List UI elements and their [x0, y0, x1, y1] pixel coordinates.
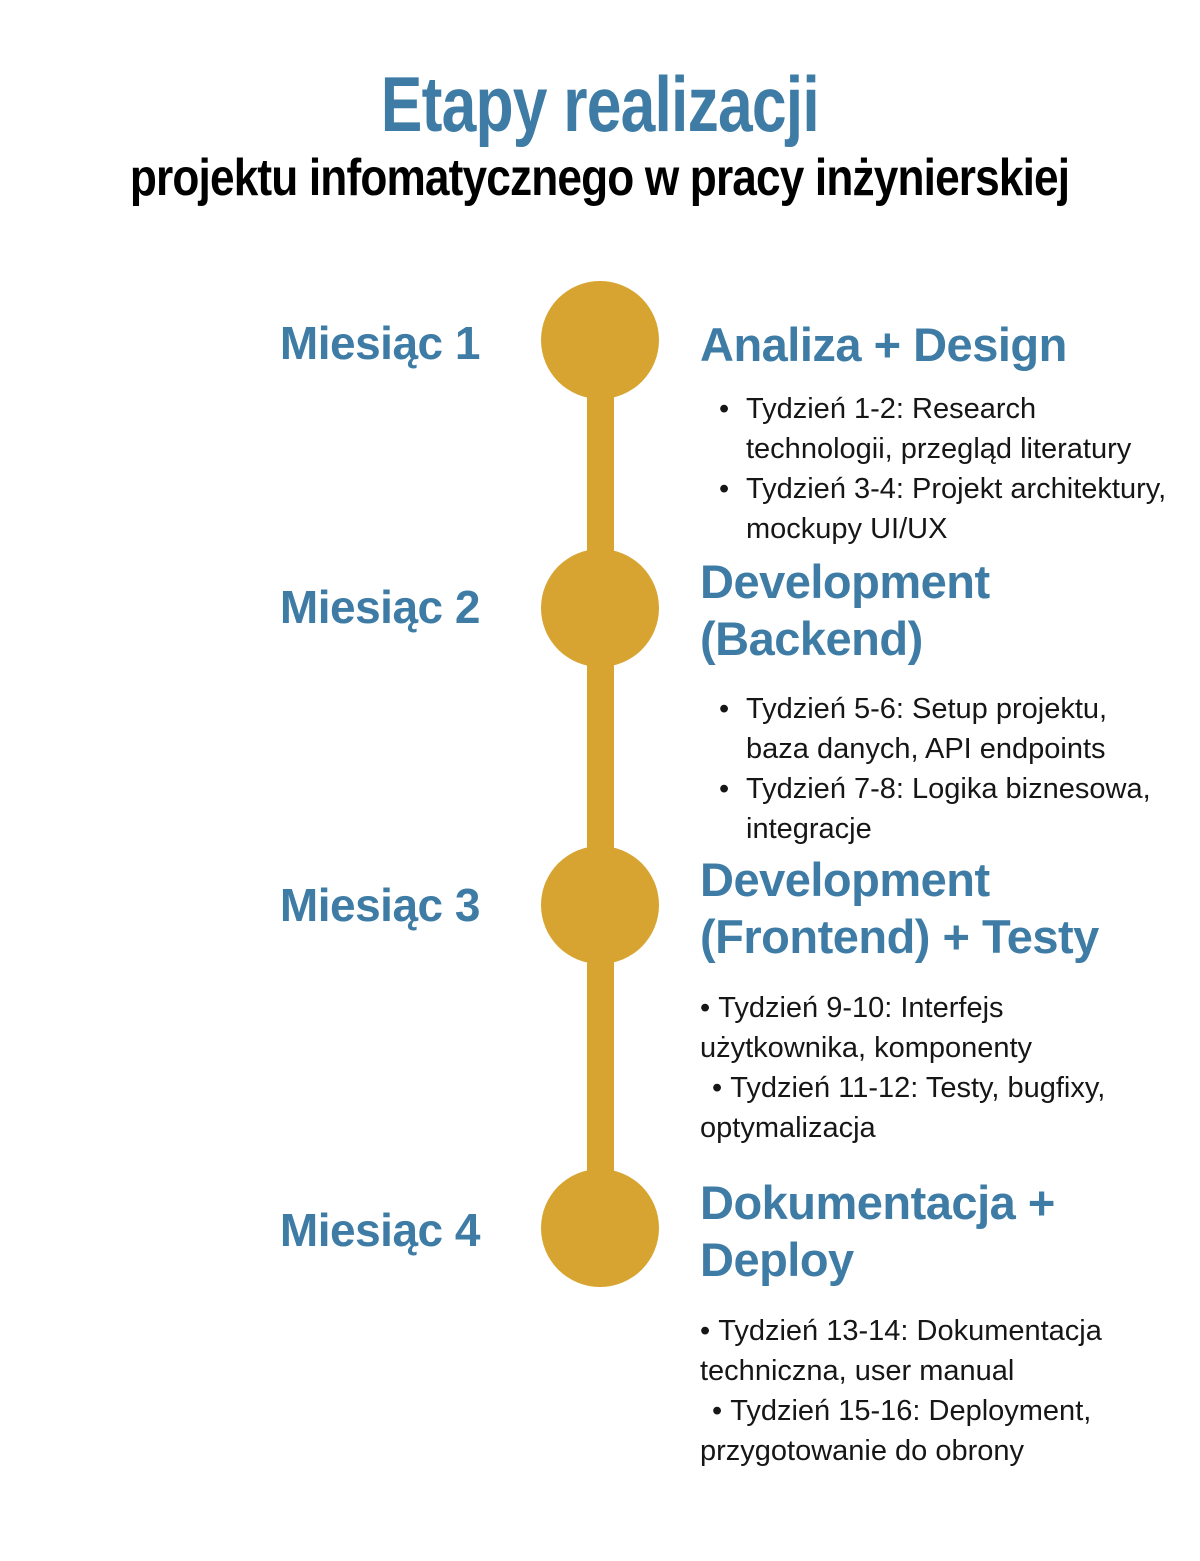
bullet-item: Tydzień 11-12: Testy, bugfixy, optymaliz… [700, 1068, 1174, 1148]
month-label-4: Miesiąc 4 [279, 1204, 481, 1256]
page-title: Etapy realizacji [0, 60, 1200, 148]
timeline-node-2 [541, 549, 659, 667]
bullet-item: Tydzień 13-14: Dokumentacja techniczna, … [700, 1311, 1174, 1391]
timeline-node-3 [541, 846, 659, 964]
timeline-node-4 [541, 1169, 659, 1287]
page-title-text: Etapy realizacji [380, 60, 820, 148]
month-label-1: Miesiąc 1 [279, 317, 481, 369]
milestone-4-title-line: Dokumentacja + [700, 1176, 1055, 1229]
milestone-4-bullet-list: Tydzień 13-14: Dokumentacja techniczna, … [700, 1311, 1174, 1471]
bullet-item: Tydzień 15-16: Deployment, przygotowanie… [700, 1391, 1174, 1471]
milestone-2-bullet-list: Tydzień 5-6: Setup projektu, baza danych… [700, 689, 1174, 849]
milestone-3-bullet-list: Tydzień 9-10: Interfejs użytkownika, kom… [700, 988, 1174, 1148]
month-label-3: Miesiąc 3 [279, 879, 481, 931]
month-label-2: Miesiąc 2 [279, 581, 481, 633]
milestone-3-title-line: (Frontend) + Testy [700, 910, 1099, 963]
bullet-item: Tydzień 7-8: Logika biznesowa, integracj… [719, 769, 1174, 849]
milestone-1-title-line: Analiza + Design [700, 318, 1067, 371]
bullet-item: Tydzień 5-6: Setup projektu, baza danych… [719, 689, 1174, 769]
timeline-node-1 [541, 281, 659, 399]
milestone-3-content: Development (Frontend) + Testy Tydzień 9… [700, 851, 1174, 1148]
timeline-line [587, 340, 614, 1230]
bullet-item: Tydzień 1-2: Research technologii, przeg… [719, 389, 1174, 469]
milestone-1-content: Analiza + Design Tydzień 1-2: Research t… [700, 316, 1174, 549]
page-subtitle-text: projektu infomatycznego w pracy inżynier… [130, 149, 1070, 207]
milestone-4-content: Dokumentacja + Deploy Tydzień 13-14: Dok… [700, 1174, 1174, 1471]
milestone-2-title-line: (Backend) [700, 612, 923, 665]
page-subtitle: projektu infomatycznego w pracy inżynier… [0, 149, 1200, 207]
milestone-1-bullet-list: Tydzień 1-2: Research technologii, przeg… [700, 389, 1174, 549]
milestone-3-title-line: Development [700, 853, 990, 906]
bullet-item: Tydzień 3-4: Projekt architektury, mocku… [719, 469, 1174, 549]
milestone-4-title-line: Deploy [700, 1233, 854, 1286]
milestone-2-content: Development (Backend) Tydzień 5-6: Setup… [700, 553, 1174, 849]
bullet-item: Tydzień 9-10: Interfejs użytkownika, kom… [700, 988, 1174, 1068]
milestone-2-title-line: Development [700, 555, 990, 608]
